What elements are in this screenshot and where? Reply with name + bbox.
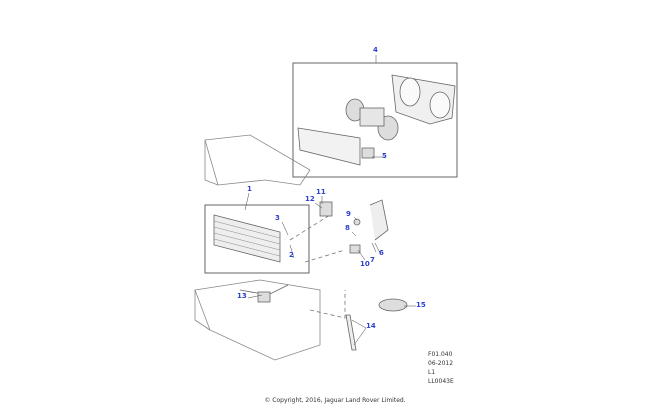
hose	[369, 199, 389, 241]
aspirator-tube	[345, 314, 357, 351]
leader-lines	[244, 55, 416, 346]
blower-motor	[359, 107, 385, 127]
connector	[257, 291, 271, 303]
callout-1[interactable]: 1	[247, 185, 252, 193]
floor-tunnel	[194, 279, 321, 361]
callout-14[interactable]: 14	[366, 322, 376, 330]
callout-5[interactable]: 5	[382, 152, 387, 160]
screw	[353, 218, 361, 226]
blower-assembly-frame	[292, 62, 458, 178]
copyright-notice: © Copyright, 2016, Jaguar Land Rover Lim…	[264, 397, 406, 404]
dashboard-outline	[204, 134, 311, 186]
blower-resistor	[361, 147, 375, 159]
grommet	[378, 298, 408, 312]
callout-6[interactable]: 6	[379, 249, 384, 257]
callout-10[interactable]: 10	[360, 260, 370, 268]
figure-id: LL0043E	[428, 378, 454, 385]
clip	[349, 244, 361, 254]
callout-8[interactable]: 8	[345, 224, 350, 232]
callout-11[interactable]: 11	[316, 188, 326, 196]
dashboard-outline	[204, 140, 219, 186]
callout-15[interactable]: 15	[416, 301, 426, 309]
callout-7[interactable]: 7	[370, 256, 375, 264]
blower-housing-port	[399, 77, 421, 107]
figure-date: 06-2012	[428, 360, 454, 367]
callout-9[interactable]: 9	[346, 210, 351, 218]
blower-base	[297, 127, 361, 166]
callout-12[interactable]: 12	[305, 195, 315, 203]
figure-level: L1	[428, 369, 436, 376]
blower-housing-port	[429, 91, 451, 119]
callout-13[interactable]: 13	[237, 292, 247, 300]
callout-3[interactable]: 3	[275, 214, 280, 222]
figure-code: F01.040	[428, 351, 453, 358]
callout-2[interactable]: 2	[289, 251, 294, 259]
heater-matrix	[213, 214, 281, 263]
callout-4[interactable]: 4	[373, 46, 378, 54]
sensor	[319, 201, 333, 217]
heater-matrix-frame	[204, 204, 310, 274]
floor-tunnel	[194, 290, 211, 331]
